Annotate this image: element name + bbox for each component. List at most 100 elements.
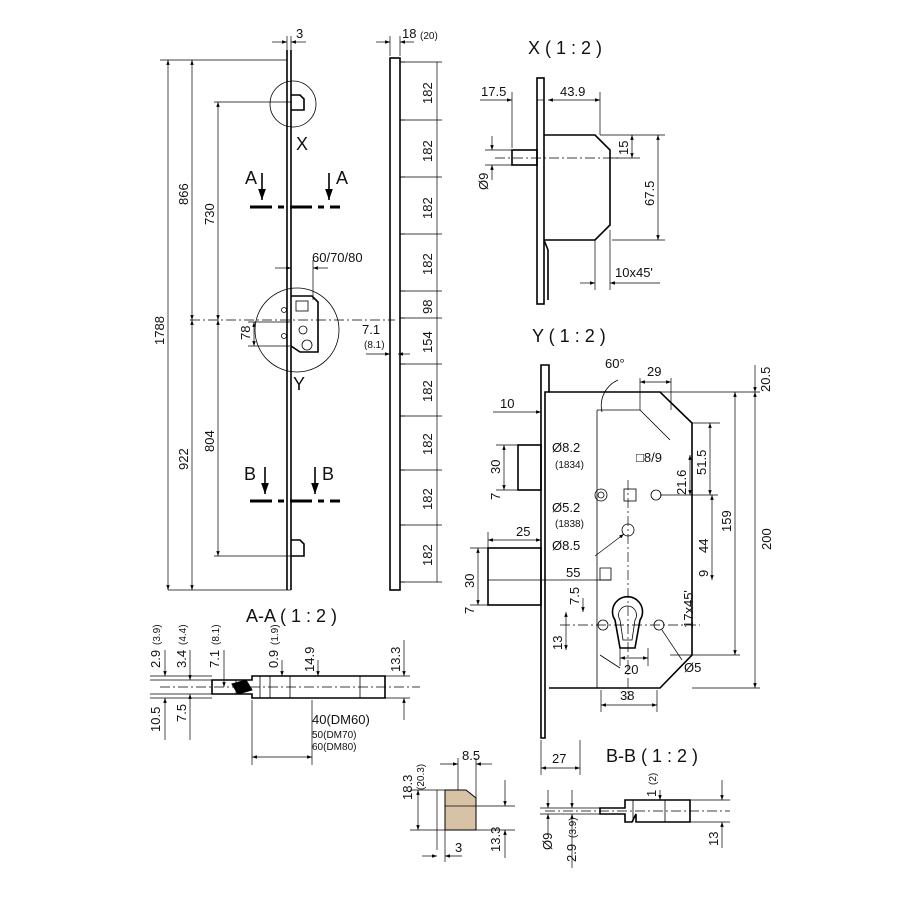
dim-aa-2-9: 2.9 — [148, 650, 163, 668]
dim-bb-1: 1 — [644, 790, 659, 797]
dim-aa-3-4-alt: (4.4) — [178, 624, 189, 645]
dim-x-17-5: 17.5 — [481, 84, 506, 99]
dim-pitch-5: 182 — [420, 380, 435, 402]
dim-mid-98: 98 — [420, 300, 435, 314]
dim-y-dia85: Ø8.5 — [552, 538, 580, 553]
view-x-title: X ( 1 : 2 ) — [528, 38, 602, 58]
dim-upper-to-center: 866 — [176, 183, 191, 205]
marker-y: Y — [293, 374, 305, 394]
main-elevation: A A B B X Y 3 1788 866 922 730 804 78 — [152, 26, 395, 591]
dim-y-dia82-alt: (1834) — [555, 460, 584, 471]
dim-aa-7-5: 7.5 — [174, 704, 189, 722]
section-bb-title: B-B ( 1 : 2 ) — [606, 746, 698, 766]
dim-y-200: 200 — [759, 528, 774, 550]
dim-aa-3-4: 3.4 — [174, 650, 189, 668]
dim-upper-bolt: 730 — [202, 203, 217, 225]
dim-x-chamfer: 10x45' — [615, 265, 653, 280]
dim-y-square: □8/9 — [636, 450, 662, 465]
marker-a-right: A — [336, 168, 348, 188]
dim-bolt-13-3: 13.3 — [488, 827, 503, 852]
view-y: Y ( 1 : 2 ) 60° 29 20. — [462, 326, 774, 775]
dim-x-15: 15 — [616, 141, 631, 155]
dim-y-30a: 30 — [488, 460, 503, 474]
dim-x-43-9: 43.9 — [560, 84, 585, 99]
dim-y-7a: 7 — [488, 493, 503, 500]
view-y-title: Y ( 1 : 2 ) — [532, 326, 606, 346]
dim-y-55: 55 — [566, 565, 580, 580]
bolt-detail: 18.3 (20.3) 8.5 3 13.3 — [400, 748, 515, 862]
dim-aa-0-9: 0.9 — [266, 650, 281, 668]
dim-y-dia5: Ø5 — [684, 660, 701, 675]
dim-lower-to-center: 922 — [176, 448, 191, 470]
detail-circle-x — [269, 80, 317, 128]
dim-aa-0-9-alt: (1.9) — [270, 624, 281, 645]
dim-y-159: 159 — [719, 510, 734, 532]
dim-y-9: 9 — [696, 570, 711, 577]
marker-a-left: A — [245, 168, 257, 188]
dim-y-13: 13 — [550, 636, 565, 650]
dim-y-27: 27 — [552, 751, 566, 766]
dim-aa-len60: 60(DM80) — [312, 742, 356, 753]
section-aa-title: A-A ( 1 : 2 ) — [246, 606, 337, 626]
dim-y-10: 10 — [500, 396, 514, 411]
dim-y-chamfer: 17x45' — [681, 590, 696, 628]
dim-bolt-3: 3 — [455, 840, 462, 855]
dim-pitch-8: 182 — [420, 544, 435, 566]
dim-strip-width-alt: (20) — [420, 31, 438, 42]
dim-bb-1-alt: (2) — [648, 773, 659, 785]
dim-aa-len40: 40(DM60) — [312, 712, 370, 727]
view-x: X ( 1 : 2 ) 17.5 43.9 15 67.5 Ø9 10x — [476, 38, 665, 305]
dim-aa-10-5: 10.5 — [148, 707, 163, 732]
dim-bolt-18-3: 18.3 — [400, 775, 415, 800]
dim-aa-7-1: 7.1 — [207, 650, 222, 668]
dim-pitch-6: 182 — [420, 433, 435, 455]
dim-aa-13-3: 13.3 — [388, 647, 403, 672]
dim-strip-width: 18 — [402, 26, 416, 41]
dim-face-thickness: 3 — [296, 26, 303, 41]
dim-bolt-8-5: 8.5 — [462, 748, 480, 763]
dim-bb-13: 13 — [706, 832, 721, 846]
dim-handle-offset: 78 — [238, 326, 253, 340]
dim-y-angle: 60° — [605, 356, 625, 371]
dim-total-length: 1788 — [152, 316, 167, 345]
dim-aa-2-9-alt: (3.9) — [152, 624, 163, 645]
dim-pitch-1: 182 — [420, 82, 435, 104]
dim-pitch-3: 182 — [420, 197, 435, 219]
dim-y-51-5: 51.5 — [694, 450, 709, 475]
dim-backset: 60/70/80 — [312, 250, 363, 265]
dim-y-44: 44 — [696, 539, 711, 553]
dim-pitch-7: 182 — [420, 488, 435, 510]
dim-x-dia9: Ø9 — [476, 173, 491, 190]
dim-mid-154: 154 — [420, 331, 435, 353]
dim-y-7-5: 7.5 — [567, 587, 582, 605]
section-aa: A-A ( 1 : 2 ) 2.9 (3.9) 3.4 (4.4) 7.1 (8… — [148, 606, 420, 765]
dim-strip-depth-alt: (8.1) — [364, 340, 385, 351]
dim-bb-2-9: 2.9 — [564, 844, 579, 862]
dim-aa-len50: 50(DM70) — [312, 730, 356, 741]
dim-strip-depth: 7.1 — [362, 322, 380, 337]
marker-x: X — [296, 134, 308, 154]
dim-y-38: 38 — [620, 688, 634, 703]
dim-pitch-2: 182 — [420, 140, 435, 162]
dim-x-67-5: 67.5 — [642, 181, 657, 206]
dim-y-21-6: 21.6 — [674, 470, 689, 495]
dim-y-29: 29 — [647, 364, 661, 379]
dim-y-20: 20 — [624, 662, 638, 677]
dim-y-7b: 7 — [462, 607, 477, 614]
dim-y-dia52-alt: (1838) — [555, 519, 584, 530]
dim-y-30b: 30 — [462, 574, 477, 588]
section-bb: B-B ( 1 : 2 ) Ø9 2.9 (3.9) 1 (2) 13 — [540, 746, 730, 868]
dim-y-dia82: Ø8.2 — [552, 440, 580, 455]
dim-y-25: 25 — [516, 524, 530, 539]
dim-pitch-4: 182 — [420, 253, 435, 275]
dim-aa-7-1-alt: (8.1) — [211, 624, 222, 645]
dim-bb-2-9-alt: (3.9) — [568, 817, 579, 838]
dim-lower-bolt: 804 — [202, 430, 217, 452]
marker-b-right: B — [322, 464, 334, 484]
strip-side-view: 18 (20) 182 182 182 182 98 154 182 182 1… — [362, 26, 442, 591]
marker-b-left: B — [244, 464, 256, 484]
dim-y-20-5: 20.5 — [758, 367, 773, 392]
dim-aa-14-9: 14.9 — [302, 647, 317, 672]
dim-bolt-18-3-alt: (20.3) — [416, 764, 427, 790]
